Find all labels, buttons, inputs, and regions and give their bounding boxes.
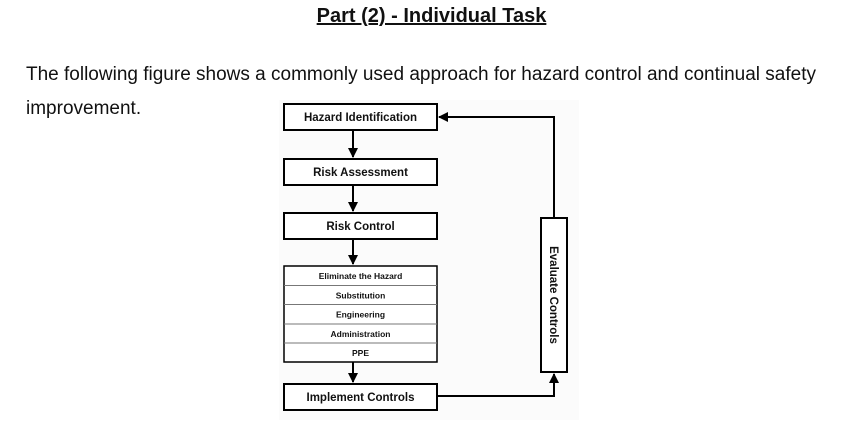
evaluate-controls-label: Evaluate Controls: [547, 246, 559, 344]
diagram-background: [279, 100, 579, 420]
risk-control-label: Risk Control: [326, 221, 394, 233]
hazard-control-diagram: Hazard Identification Risk Assessment Ri…: [279, 100, 579, 420]
arrow-to-hazard-identification: [438, 112, 555, 218]
risk-assessment-label: Risk Assessment: [313, 167, 408, 179]
control-hierarchy-list: Eliminate the Hazard Substitution Engine…: [283, 265, 438, 363]
hierarchy-item: Substitution: [336, 291, 386, 301]
hazard-identification-box: Hazard Identification: [283, 103, 438, 131]
hierarchy-item: Eliminate the Hazard: [319, 271, 403, 281]
implement-controls-box: Implement Controls: [283, 383, 438, 411]
implement-controls-label: Implement Controls: [307, 392, 415, 404]
evaluate-controls-box: Evaluate Controls: [540, 217, 568, 373]
hazard-identification-label: Hazard Identification: [304, 112, 417, 124]
hierarchy-item: Administration: [331, 329, 391, 339]
hierarchy-item: Engineering: [336, 310, 385, 320]
arrow-to-evaluate-controls: [437, 373, 559, 397]
intro-paragraph: The following figure shows a commonly us…: [26, 64, 816, 119]
risk-control-box: Risk Control: [283, 212, 438, 240]
hierarchy-item: PPE: [352, 348, 369, 358]
page-title: Part (2) - Individual Task: [316, 5, 547, 27]
risk-assessment-box: Risk Assessment: [283, 158, 438, 186]
